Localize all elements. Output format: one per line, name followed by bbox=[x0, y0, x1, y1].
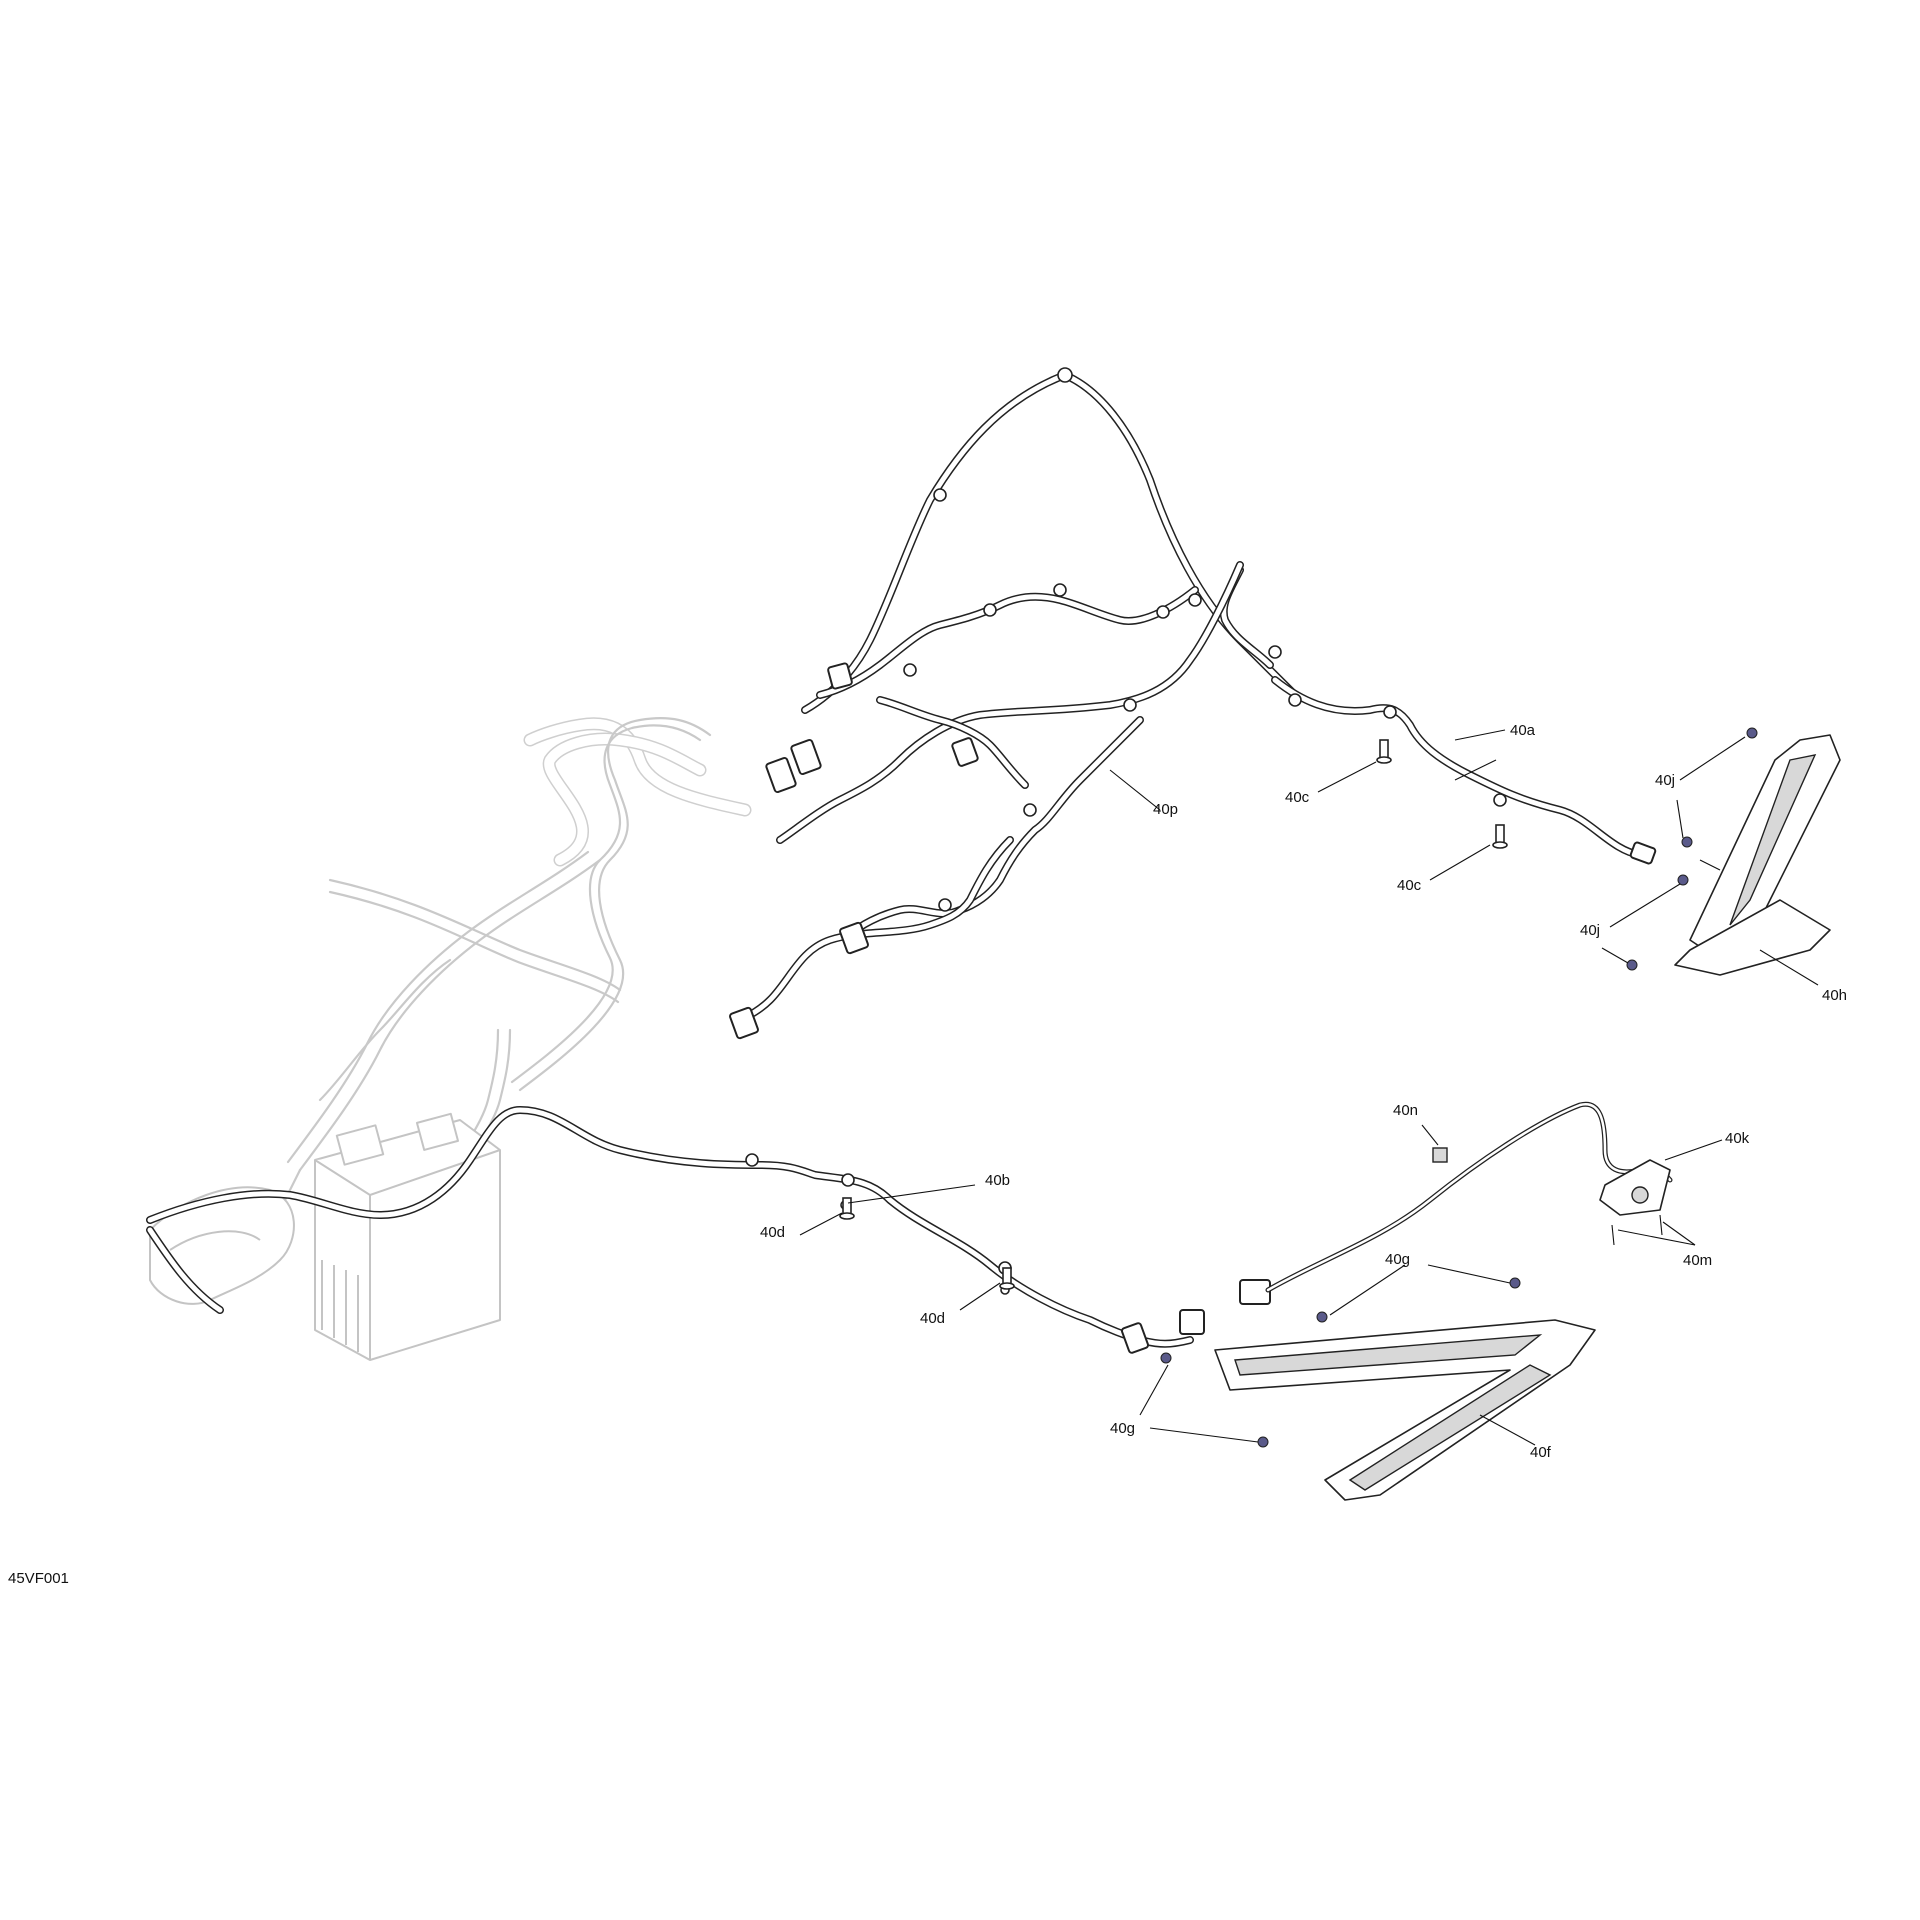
leader-lines bbox=[799, 729, 1819, 1446]
callout-40c: 40c bbox=[1397, 877, 1422, 894]
figure-id: 45VF001 bbox=[8, 1570, 69, 1587]
callout-labels: 40a 40b 40c 40c 40d 40d 40f 40g 40g 40h … bbox=[760, 722, 1847, 1461]
callout-40d: 40d bbox=[920, 1310, 945, 1327]
callout-40g: 40g bbox=[1385, 1251, 1410, 1268]
harness-40b-connectors bbox=[745, 1153, 1271, 1354]
light-40h bbox=[1674, 734, 1841, 976]
callout-40p: 40p bbox=[1153, 801, 1178, 818]
callout-40k: 40k bbox=[1725, 1130, 1750, 1147]
callout-40j: 40j bbox=[1655, 772, 1675, 789]
callout-40c: 40c bbox=[1285, 789, 1310, 806]
callout-40a: 40a bbox=[1510, 722, 1536, 739]
bracket-40k bbox=[1599, 1159, 1671, 1246]
callout-40m: 40m bbox=[1683, 1252, 1712, 1269]
clip-40n bbox=[1432, 1147, 1448, 1163]
clip-40d-parts bbox=[839, 1197, 1015, 1290]
callout-40n: 40n bbox=[1393, 1102, 1418, 1119]
callout-40b: 40b bbox=[985, 1172, 1010, 1189]
callout-40d: 40d bbox=[760, 1224, 785, 1241]
harness-connectors bbox=[729, 367, 1657, 1040]
clip-40c-parts bbox=[1376, 739, 1508, 849]
callout-40f: 40f bbox=[1530, 1444, 1552, 1461]
callout-40j: 40j bbox=[1580, 922, 1600, 939]
callout-40h: 40h bbox=[1822, 987, 1847, 1004]
harness-40p bbox=[736, 371, 1644, 1024]
harness-40b bbox=[146, 1106, 1194, 1348]
callout-40g: 40g bbox=[1110, 1420, 1135, 1437]
bracket-ghost bbox=[149, 1186, 295, 1305]
screws bbox=[1160, 727, 1758, 1448]
light-40f bbox=[1214, 1319, 1596, 1501]
